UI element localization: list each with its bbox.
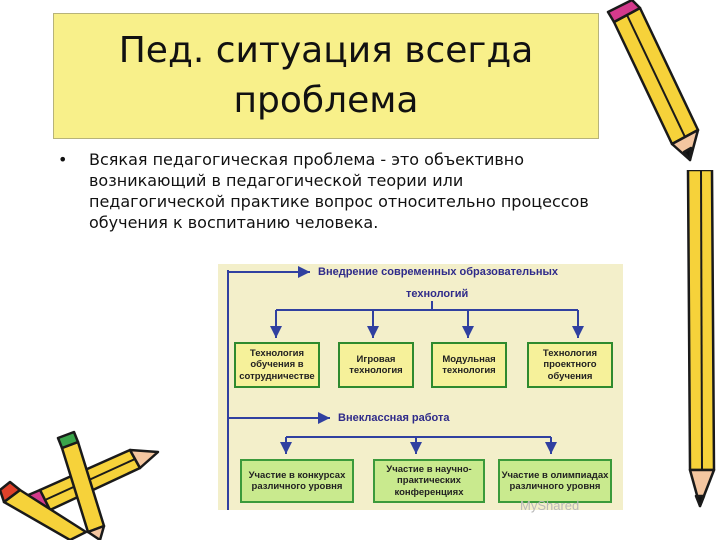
tech-box-game: Игровая технология	[338, 342, 414, 388]
title-line-2: проблема	[233, 80, 419, 121]
bullet-marker: •	[58, 150, 68, 169]
slide-title: Пед. ситуация всегда проблема	[119, 26, 534, 126]
title-box: Пед. ситуация всегда проблема	[53, 13, 599, 139]
tech-box-cooperation: Технология обучения в сотрудничестве	[234, 342, 320, 388]
activity-box-contests: Участие в конкурсах различного уровня	[240, 459, 354, 503]
diagram-header-2: Внеклассная работа	[338, 412, 450, 424]
bullet-text: Всякая педагогическая проблема - это объ…	[89, 150, 589, 232]
activity-box-olympiads: Участие в олимпиадах различного уровня	[498, 459, 612, 503]
tech-box-modular: Модульная технология	[431, 342, 507, 388]
education-diagram: Внедрение современных образовательных те…	[218, 264, 623, 510]
tech-box-project: Технология проектного обучения	[527, 342, 613, 388]
diagram-header-1: Внедрение современных образовательных	[318, 266, 559, 278]
watermark: MyShared	[520, 498, 580, 513]
diagram-connectors	[227, 266, 584, 510]
diagram-header-1-line-2: технологий	[406, 288, 469, 300]
pencil-right-edge-icon	[686, 170, 716, 508]
activity-box-conferences: Участие в научно-практических конференци…	[373, 459, 485, 503]
pencil-top-right-icon	[606, 0, 700, 162]
title-line-1: Пед. ситуация всегда	[118, 30, 534, 71]
pencil-bottom-left-icon	[0, 430, 160, 540]
